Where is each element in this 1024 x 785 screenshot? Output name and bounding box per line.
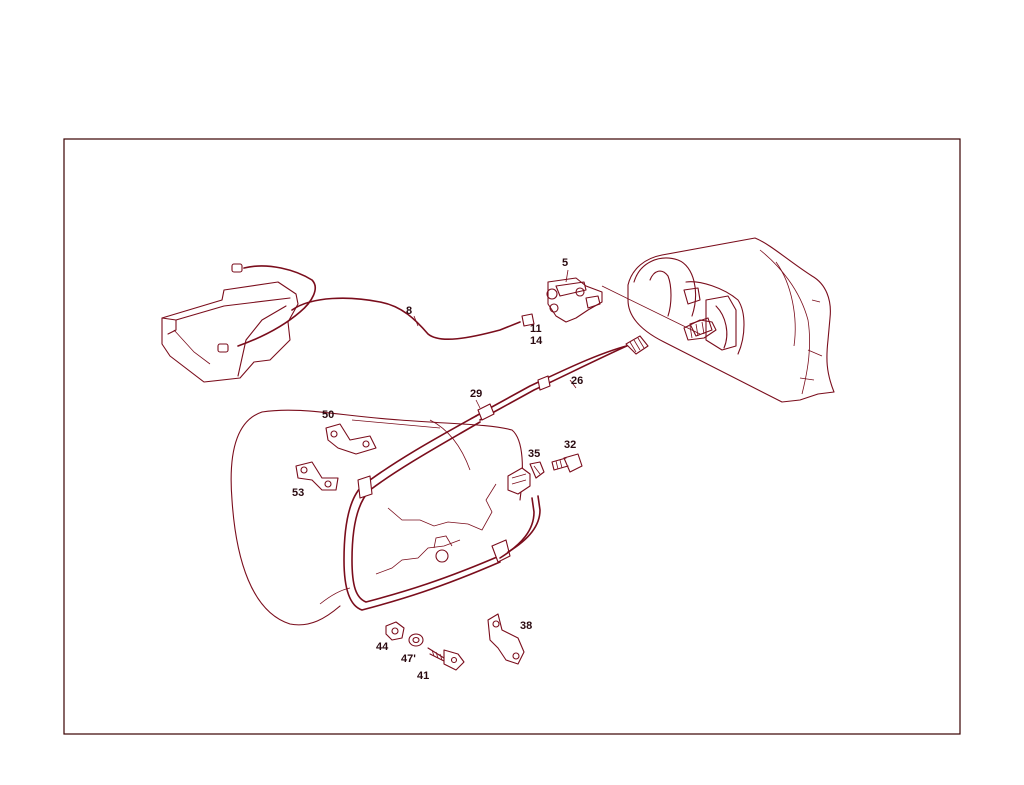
callout-47: 47' (401, 653, 416, 665)
callout-41: 41 (417, 670, 429, 682)
connector-part-5 (546, 277, 701, 335)
bracket-part-50 (325, 419, 441, 455)
bracket-part-53 (295, 461, 339, 491)
callout-5: 5 (562, 257, 568, 269)
bolt-part-32 (551, 453, 583, 473)
clamp-part-35 (529, 461, 545, 479)
speedometer-cable-26-29 (343, 335, 649, 611)
callout-53: 53 (292, 487, 304, 499)
transmission-cable-fitting (507, 467, 531, 495)
wire-harness-part-8 (161, 263, 535, 383)
screw-part-41 (427, 647, 465, 671)
callout-38: 38 (520, 620, 532, 632)
cluster-cable-fitting (683, 319, 717, 341)
washer-part-47 (408, 633, 424, 647)
diagram-frame (63, 138, 961, 735)
callout-11: 11 (530, 323, 542, 335)
nut-part-44 (385, 621, 405, 641)
callout-8: 8 (406, 305, 412, 317)
callout-35: 35 (528, 448, 540, 460)
callout-44: 44 (376, 641, 389, 653)
transmission-housing (230, 409, 523, 626)
bracket-part-38 (487, 613, 525, 665)
callout-50: 50 (322, 409, 334, 421)
callout-26: 26 (571, 375, 583, 387)
callout-29: 29 (470, 388, 482, 400)
instrument-cluster (627, 237, 835, 403)
leader-lines (413, 269, 577, 409)
callout-32: 32 (564, 439, 576, 451)
callout-14: 14 (530, 335, 543, 347)
